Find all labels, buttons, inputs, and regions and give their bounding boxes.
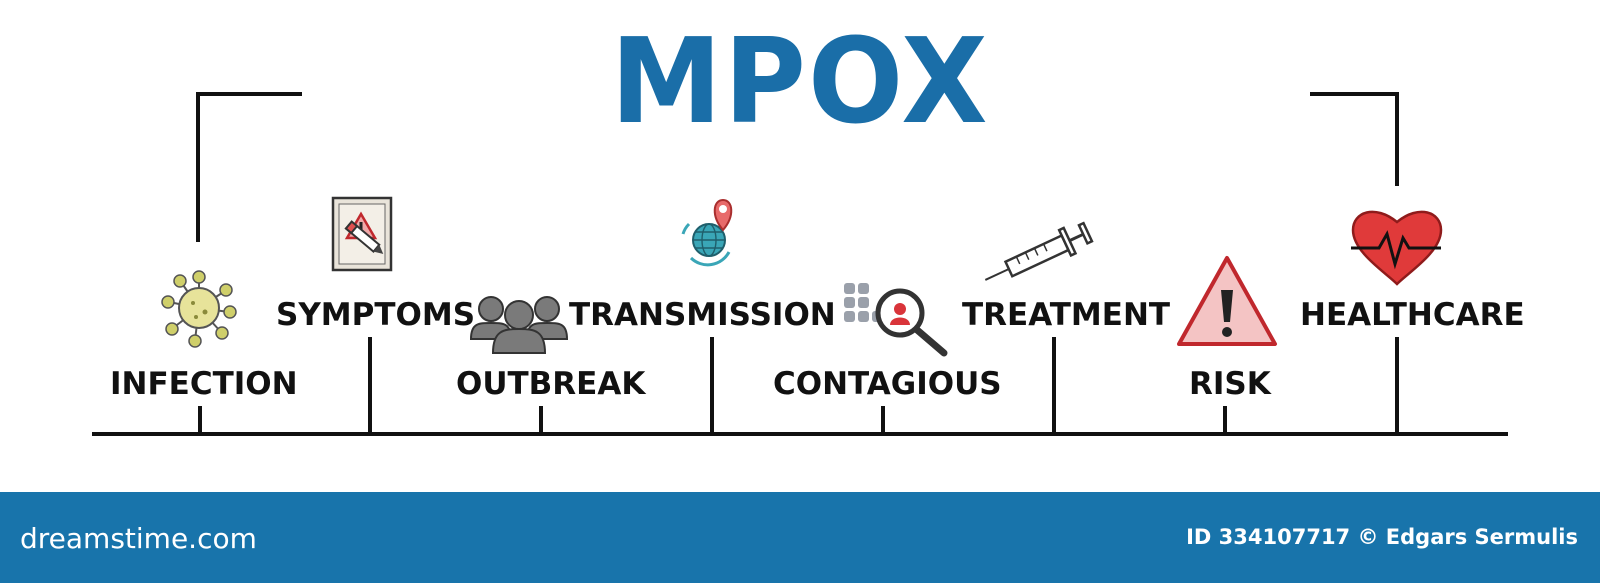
clipboard-warning-icon (331, 196, 393, 272)
syringe-icon (984, 221, 1094, 281)
label-risk: RISK (1189, 366, 1271, 402)
label-treatment: TREATMENT (962, 297, 1171, 333)
people-group-icon (469, 296, 569, 354)
footer-logo[interactable]: dreamstime.com (20, 522, 257, 555)
heart-pulse-icon (1351, 210, 1443, 286)
virus-icon (161, 270, 237, 348)
label-healthcare: HEALTHCARE (1300, 297, 1525, 333)
timeline-ticks (198, 337, 1399, 434)
bracket-right (1310, 92, 1399, 186)
label-symptoms: SYMPTOMS (276, 297, 476, 333)
label-infection: INFECTION (110, 366, 298, 402)
globe-location-icon (681, 198, 733, 267)
footer-id-credit: ID 334107717 © Edgars Sermulis (1186, 525, 1578, 549)
label-outbreak: OUTBREAK (456, 366, 646, 402)
bracket-left (196, 92, 302, 242)
label-contagious: CONTAGIOUS (773, 366, 1002, 402)
footer-bar: dreamstime.com ID 334107717 © Edgars Ser… (0, 492, 1600, 583)
magnifier-person-icon (844, 283, 948, 357)
warning-triangle-icon (1177, 256, 1277, 346)
label-transmission: TRANSMISSION (569, 297, 836, 333)
timeline-diagram (92, 92, 1508, 436)
page-title: MPOX (610, 13, 990, 151)
